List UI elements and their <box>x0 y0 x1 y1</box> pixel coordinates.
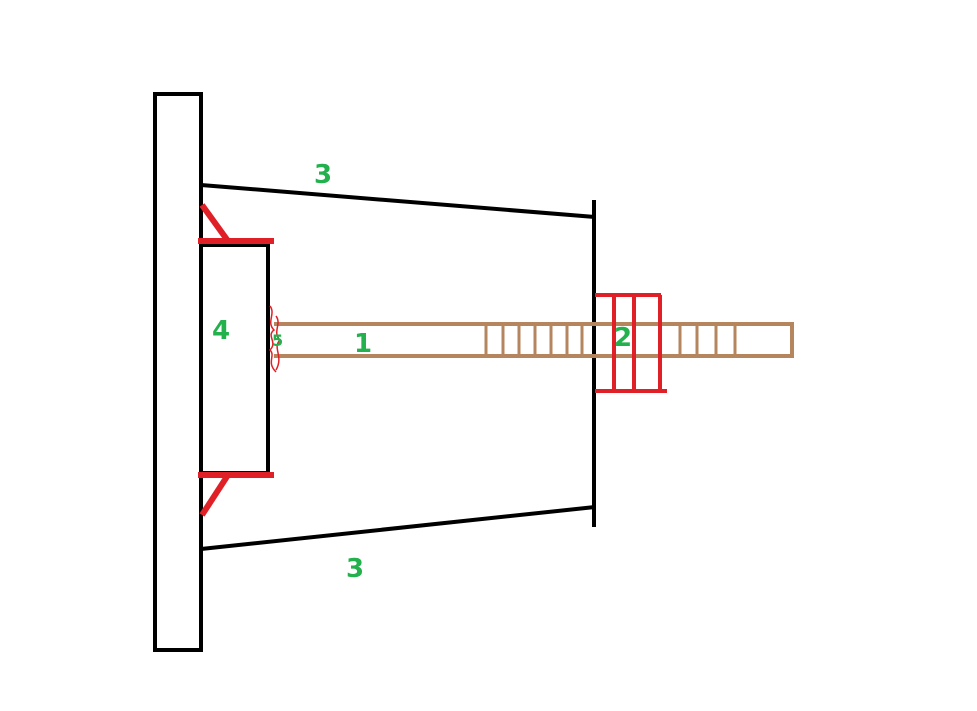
label-upper-strut: 3 <box>314 160 332 190</box>
lower-strut <box>200 505 596 551</box>
rod-1 <box>274 322 794 358</box>
label-block: 4 <box>212 316 230 346</box>
nut-2 <box>595 293 667 393</box>
lower-weld <box>198 472 274 517</box>
rod-end-5 <box>268 305 282 373</box>
wall-plate <box>153 92 203 652</box>
rod-threads <box>484 324 737 356</box>
label-rod: 1 <box>354 329 372 359</box>
label-lower-strut: 3 <box>346 554 364 584</box>
block-4 <box>199 243 270 475</box>
label-rod-end: 5 <box>272 331 283 350</box>
upper-weld <box>198 203 274 244</box>
label-nut: 2 <box>614 323 632 353</box>
upper-strut <box>200 183 596 219</box>
